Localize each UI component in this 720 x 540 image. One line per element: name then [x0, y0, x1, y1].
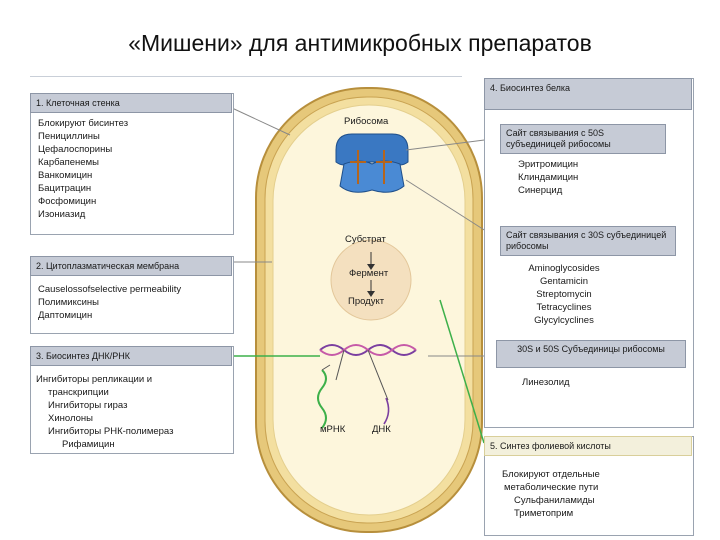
drug-both: Линезолид: [522, 377, 570, 388]
list-item: Блокируют бисинтез: [38, 118, 129, 129]
list-item: Изониазид: [38, 209, 86, 220]
list-item: Эритромицин: [518, 159, 579, 170]
list-item: Фосфомицин: [38, 196, 97, 207]
protein-header: 4. Биосинтез белка: [484, 78, 692, 110]
list-item: Gentamicin: [539, 276, 589, 287]
label-dna: ДНК: [372, 424, 391, 435]
membrane-header: 2. Цитоплазматическая мембрана: [30, 256, 232, 276]
list-item: Causelossofselective permeability: [38, 284, 182, 295]
ribosome-icon: [335, 133, 409, 193]
site-both-label: 30S и 50S Субъединицы рибосомы: [496, 340, 686, 368]
list-item: Ингибиторы репликации и: [36, 374, 153, 385]
page-title: «Мишени» для антимикробных препаратов: [128, 30, 592, 56]
cell-wall-list: Блокируют бисинтез Пенициллины Цефалоспо…: [38, 117, 128, 221]
dna-rna-header: 3. Биосинтез ДНК/РНК: [30, 346, 232, 366]
list-item: метаболические пути: [504, 482, 599, 493]
title-divider: [30, 76, 462, 77]
site-30s-label: Сайт связывания с 30S субъединицей рибос…: [500, 226, 676, 256]
label-enzyme: Фермент: [349, 268, 389, 279]
list-item: Ингибиторы гираз: [48, 400, 128, 411]
drugs-50s-list: Эритромицин Клиндамицин Синерцид: [518, 158, 578, 197]
list-item: Блокируют отдельные: [502, 469, 600, 480]
list-item: Карбапенемы: [38, 157, 99, 168]
folate-header: 5. Синтез фолиевой кислоты: [484, 436, 692, 456]
list-item: Ванкомицин: [38, 170, 93, 181]
label-substrate: Субстрат: [345, 234, 386, 245]
list-item: Клиндамицин: [518, 172, 579, 183]
list-item: Сульфаниламиды: [514, 495, 595, 506]
list-item: Цефалоспорины: [38, 144, 113, 155]
list-item: Пенициллины: [38, 131, 100, 142]
list-item: Aminoglycosides: [528, 263, 600, 274]
list-item: Синерцид: [518, 185, 563, 196]
list-item: Триметоприм: [514, 508, 574, 519]
list-item: Ингибиторы РНК-полимераз: [48, 426, 174, 437]
label-mrna: мРНК: [320, 424, 346, 435]
label-ribosome: Рибосома: [344, 116, 389, 127]
list-item: Streptomycin: [536, 289, 592, 300]
cell-wall-header: 1. Клеточная стенка: [30, 93, 232, 113]
site-50s-label: Сайт связывания с 50S субъединицей рибос…: [500, 124, 666, 154]
list-item: Рифамицин: [62, 439, 115, 450]
drugs-30s-list: Aminoglycosides Gentamicin Streptomycin …: [504, 262, 624, 327]
membrane-list: Causelossofselective permeability Полими…: [38, 283, 181, 322]
list-item: Полимиксины: [38, 297, 99, 308]
folate-list: Блокируют отдельные метаболические пути …: [502, 468, 600, 520]
list-item: Tetracyclines: [536, 302, 592, 313]
connector-cell-wall: [231, 107, 291, 136]
cell-wall-panel: [30, 93, 234, 235]
connector-folate: [439, 299, 485, 444]
dna-rna-list: Ингибиторы репликации и транскрипции Инг…: [36, 373, 173, 451]
list-item: Glycylcyclines: [534, 315, 594, 326]
list-item: транскрипции: [48, 387, 109, 398]
list-item: Даптомицин: [38, 310, 93, 321]
list-item: Бацитрацин: [38, 183, 92, 194]
label-product: Продукт: [348, 296, 385, 307]
mrna-strand: [317, 369, 327, 429]
list-item: Хинолоны: [48, 413, 93, 424]
